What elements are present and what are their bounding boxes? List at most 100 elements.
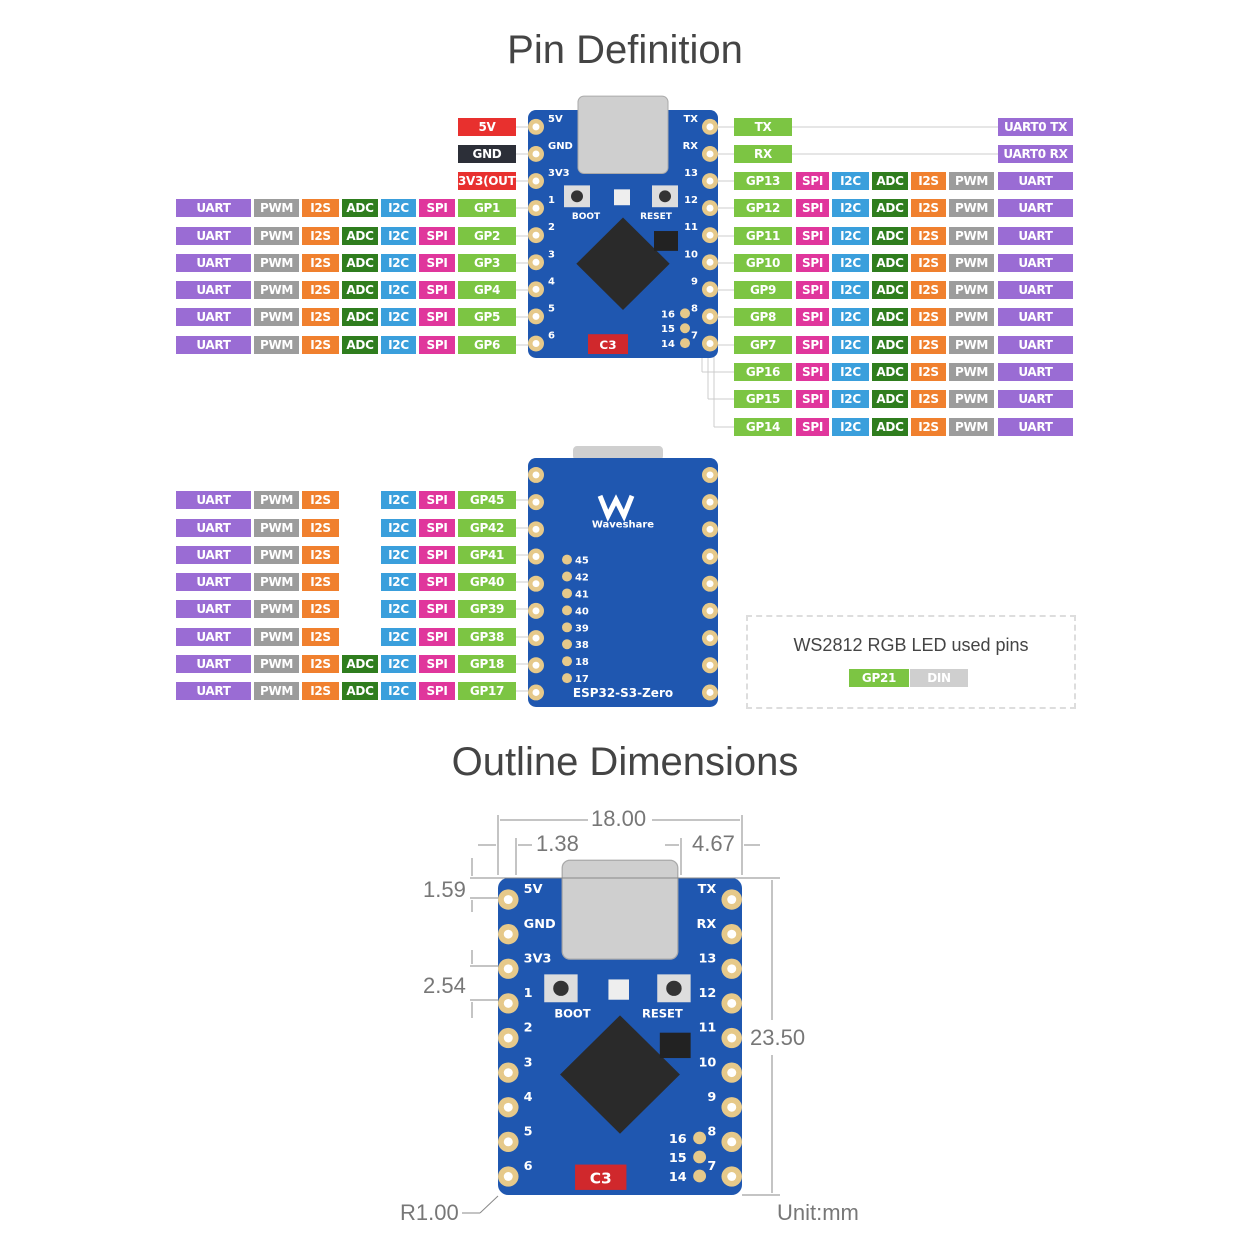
pin-label-uart: UART	[176, 491, 251, 509]
gpio-pad	[562, 639, 572, 650]
pin-label-pwm: PWM	[949, 308, 994, 326]
pin-label-spi: SPI	[419, 199, 455, 217]
pin-label-i2c: I2C	[381, 336, 416, 354]
silk-label: 8	[691, 304, 698, 315]
pin-label-pwm: PWM	[254, 281, 299, 299]
usb-c-connector	[573, 446, 663, 460]
pad-hole	[706, 123, 714, 131]
pin-label-gp13: GP13	[734, 172, 792, 190]
pad-hole	[706, 258, 714, 266]
pin-label-adc: ADC	[872, 254, 908, 272]
pad-hole	[532, 498, 540, 506]
pin-label-adc: ADC	[872, 390, 908, 408]
pin-label-adc: ADC	[872, 336, 908, 354]
pin-label-gp12: GP12	[734, 199, 792, 217]
silk-label: 6	[548, 331, 555, 342]
pad-hole	[532, 150, 540, 158]
pad-hole	[727, 895, 737, 904]
ws2812-pin: GP21	[849, 669, 909, 687]
boot-button-cap	[571, 190, 583, 203]
pin-label-i2s: I2S	[302, 655, 339, 673]
pin-label-spi: SPI	[796, 172, 829, 190]
pad-hole	[706, 150, 714, 158]
pad-hole	[727, 1137, 737, 1147]
pin-label-i2s: I2S	[302, 519, 339, 537]
pad-hole	[503, 998, 513, 1008]
silk-label: 15	[669, 1151, 687, 1166]
pin-label-pwm: PWM	[949, 390, 994, 408]
gpio-pad	[562, 622, 572, 633]
pin-label-uart: UART	[998, 418, 1073, 436]
pin-label-spi: SPI	[796, 227, 829, 245]
pin-label-gp10: GP10	[734, 254, 792, 272]
pad-hole	[727, 929, 737, 939]
silk-label: 38	[575, 640, 589, 651]
silk-label: GND	[548, 141, 573, 152]
silk-label: 2	[548, 222, 555, 233]
pin-label-i2s: I2S	[302, 227, 339, 245]
pin-label-pwm: PWM	[949, 172, 994, 190]
pad-hole	[706, 607, 714, 615]
pad-hole	[532, 312, 540, 320]
pad-hole	[706, 580, 714, 588]
pin-label-i2s: I2S	[302, 199, 339, 217]
pin-label-pwm: PWM	[254, 628, 299, 646]
silk-label: 16	[669, 1132, 687, 1147]
pin-label-spi: SPI	[419, 281, 455, 299]
pin-label-spi: SPI	[419, 628, 455, 646]
chip-marking: C3	[599, 338, 616, 352]
boot-label: BOOT	[572, 212, 601, 222]
pin-label-uart: UART	[998, 390, 1073, 408]
model-label: ESP32-S3-Zero	[573, 686, 673, 700]
pin-label-i2s: I2S	[302, 628, 339, 646]
pad-hole	[706, 525, 714, 533]
silk-label: 1	[524, 986, 533, 1001]
gpio-pad	[693, 1169, 707, 1183]
pin-label-i2c: I2C	[832, 172, 869, 190]
pin-label-gp3: GP3	[458, 254, 516, 272]
pin-label-i2c: I2C	[832, 227, 869, 245]
pad-hole	[706, 285, 714, 293]
pin-label-rx: RX	[734, 145, 792, 163]
silk-label: 7	[691, 331, 698, 342]
pin-label-gp1: GP1	[458, 199, 516, 217]
pin-label-spi: SPI	[419, 546, 455, 564]
gpio-pad	[562, 605, 572, 616]
pin-label-spi: SPI	[796, 418, 829, 436]
silk-label: 13	[684, 168, 698, 179]
pin-label-gp45: GP45	[458, 491, 516, 509]
reset-button-cap	[666, 980, 682, 996]
pin-label-uart0-tx: UART0 TX	[998, 118, 1073, 136]
pin-label-spi: SPI	[419, 308, 455, 326]
pin-label-i2c: I2C	[381, 655, 416, 673]
pin-label-spi: SPI	[419, 519, 455, 537]
pin-label-uart: UART	[998, 308, 1073, 326]
pin-label-adc: ADC	[872, 172, 908, 190]
pad-hole	[727, 998, 737, 1008]
pin-label-i2s: I2S	[911, 418, 946, 436]
pin-label-uart: UART	[176, 682, 251, 700]
pin-label-uart: UART	[998, 281, 1073, 299]
silk-label: RX	[683, 141, 699, 152]
pin-label-spi: SPI	[796, 308, 829, 326]
pin-label-adc: ADC	[342, 336, 378, 354]
usb-c-connector	[561, 859, 679, 960]
pin-label-uart: UART	[176, 600, 251, 618]
pin-label-i2c: I2C	[832, 390, 869, 408]
silk-label: 5	[548, 304, 555, 315]
pin-label-i2c: I2C	[381, 199, 416, 217]
silk-label: 15	[661, 324, 675, 335]
pad-hole	[532, 607, 540, 615]
pin-label-i2c: I2C	[832, 254, 869, 272]
pin-label-pwm: PWM	[254, 546, 299, 564]
pin-label-i2s: I2S	[911, 199, 946, 217]
pin-label-i2s: I2S	[911, 336, 946, 354]
pin-label-i2s: I2S	[911, 227, 946, 245]
pin-label-spi: SPI	[796, 281, 829, 299]
pad-hole	[503, 1033, 513, 1043]
pin-label-gp2: GP2	[458, 227, 516, 245]
waveshare-logo	[597, 494, 635, 522]
pin-label-gp11: GP11	[734, 227, 792, 245]
